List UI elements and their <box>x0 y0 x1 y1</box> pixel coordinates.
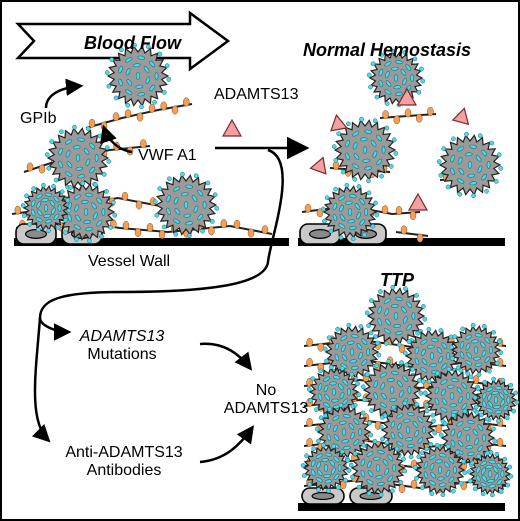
outcome-line-1: No <box>255 382 277 399</box>
granules <box>482 385 511 415</box>
surface-bumps <box>300 442 352 494</box>
endothelial-cell <box>349 487 393 505</box>
cleaved-vessel-wall <box>298 238 505 246</box>
granules <box>317 375 351 409</box>
granules <box>67 192 106 232</box>
granules <box>476 459 505 489</box>
antibodies-to-outcome <box>199 425 255 464</box>
branch-to-antibodies <box>31 317 51 443</box>
adamts13-label: ADAMTS13 <box>214 86 299 103</box>
surface-bumps <box>436 131 504 199</box>
normal-hemostasis-title: Normal Hemostasis <box>303 40 472 60</box>
granules <box>378 60 415 96</box>
adamts13-icon <box>451 107 470 126</box>
platelet <box>378 400 438 460</box>
surface-bumps <box>348 438 408 498</box>
surface-bumps <box>320 182 380 242</box>
granules <box>377 296 416 336</box>
granules <box>459 333 493 367</box>
surface-bumps <box>20 182 72 234</box>
branch-to-mutations <box>38 317 72 341</box>
granules <box>58 137 99 179</box>
vwf-multimer <box>85 97 193 131</box>
platelet <box>300 442 352 494</box>
vessel-wall-label: Vessel Wall <box>88 253 171 270</box>
surface-bumps <box>104 42 172 110</box>
adamts13-molecules <box>221 87 470 211</box>
vwf-fragment <box>395 225 429 243</box>
gpib-label: GPIb <box>20 110 57 127</box>
mutation-gene-name: ADAMTS13 <box>79 328 165 345</box>
antibody-line-2: Antibodies <box>86 462 162 480</box>
granules <box>30 192 62 224</box>
platelet <box>104 42 172 110</box>
gpib-pointer <box>44 78 84 109</box>
ttp-vessel-wall <box>298 503 505 511</box>
surface-bumps <box>466 450 514 498</box>
platelet <box>320 182 380 242</box>
normal-vessel-wall <box>14 238 289 246</box>
flow-arrow-icon <box>15 10 231 72</box>
adamts13-icon <box>330 113 349 132</box>
surface-bumps <box>412 442 468 498</box>
granules <box>326 414 363 450</box>
platelet <box>331 116 399 184</box>
platelet <box>44 124 112 192</box>
mutation-word: Mutations <box>87 346 157 364</box>
mutations-label: ADAMTS13 Mutations <box>80 328 164 365</box>
granules <box>360 450 397 486</box>
mutations-to-outcome <box>199 342 253 371</box>
antibody-line-1: Anti-ADAMTS13 <box>65 444 183 461</box>
granules <box>434 378 471 414</box>
surface-bumps <box>448 322 504 378</box>
granules <box>118 55 159 97</box>
vwf-a1-label: VWF A1 <box>138 147 197 164</box>
platelet <box>448 322 504 378</box>
granules <box>332 194 369 230</box>
surface-bumps <box>152 171 220 239</box>
platelet <box>306 364 362 420</box>
platelet <box>348 438 408 498</box>
adamts13-icon <box>396 87 418 106</box>
platelet <box>364 284 428 348</box>
surface-bumps <box>378 400 438 460</box>
vwf-a1-pointer <box>100 124 133 154</box>
granules <box>423 453 457 487</box>
platelet <box>412 442 468 498</box>
granules <box>310 452 342 484</box>
antibodies-label: Anti-ADAMTS13 Antibodies <box>65 444 182 481</box>
granules <box>390 412 427 448</box>
granules <box>450 420 487 456</box>
outcome-label: No ADAMTS13 <box>224 382 308 419</box>
platelet <box>472 376 520 424</box>
platelets <box>20 42 520 498</box>
platelet <box>436 131 504 199</box>
platelet <box>366 48 426 108</box>
platelet <box>20 182 72 234</box>
outcome-line-2: ADAMTS13 <box>223 400 309 418</box>
adamts13-icon <box>407 192 429 211</box>
pathway-curve <box>38 148 284 319</box>
endothelial-cell <box>15 223 57 245</box>
platelet <box>466 450 514 498</box>
surface-bumps <box>331 116 399 184</box>
platelet <box>438 408 498 468</box>
surface-bumps <box>364 284 428 348</box>
granules <box>414 338 451 374</box>
adamts13-icon <box>309 156 327 175</box>
ttp-title: TTP <box>380 270 414 290</box>
vwf-fragment <box>379 106 437 125</box>
platelet <box>422 366 482 426</box>
granules <box>345 129 386 171</box>
granules <box>166 184 207 226</box>
platelet <box>152 171 220 239</box>
flow-label: Blood Flow <box>84 33 181 53</box>
granules <box>450 144 491 186</box>
platelet <box>314 402 374 462</box>
adamts13-icon <box>221 118 243 137</box>
